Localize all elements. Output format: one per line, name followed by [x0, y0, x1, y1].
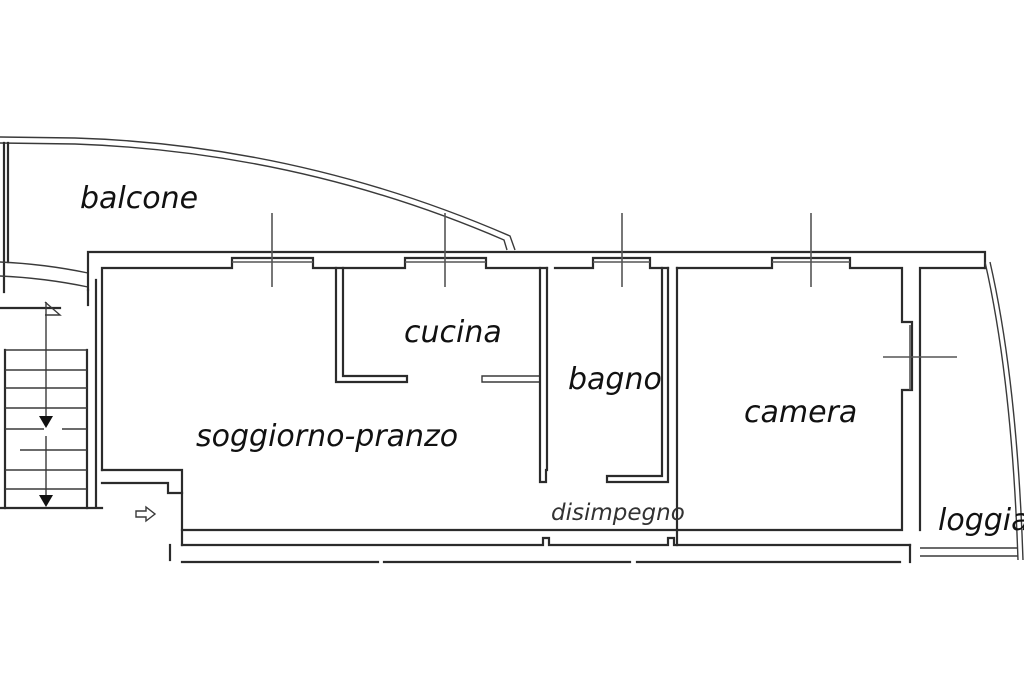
room-label-balcone: balcone [80, 181, 198, 216]
exterior-walls [86, 250, 1024, 564]
interior-walls [334, 266, 679, 547]
arrow-down-icon [39, 495, 53, 507]
room-label-disimpegno: disimpegno [551, 500, 685, 526]
room-label-bagno: bagno [568, 362, 662, 397]
entrance-arrow-icon [135, 505, 157, 523]
room-label-loggia: loggia [938, 503, 1024, 538]
window-crosshair-icon [232, 213, 957, 390]
staircase [0, 301, 104, 510]
room-label-cucina: cucina [404, 315, 502, 350]
balcony-outline [0, 136, 516, 294]
room-label-soggiorno-pranzo: soggiorno-pranzo [196, 419, 458, 454]
room-label-camera: camera [744, 395, 857, 430]
arrow-down-icon [39, 416, 53, 428]
